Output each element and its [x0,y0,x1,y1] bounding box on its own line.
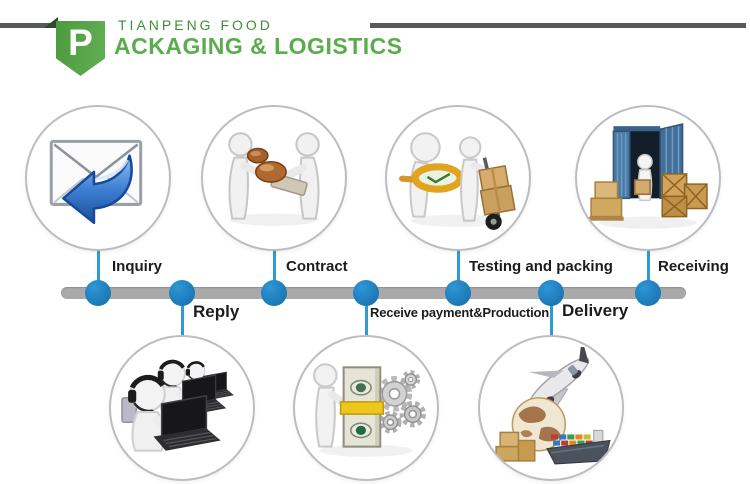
money-stack-and-gears-icon [313,363,426,457]
cargo-ship [546,429,611,465]
header-line-left [0,23,57,28]
timeline-dot-delivery [538,280,564,306]
header-line-right [370,23,746,28]
step-label-reply: Reply [193,302,240,321]
timeline-dot-inquiry [85,280,111,306]
payment-production-circle [293,335,439,481]
connector-receiving [647,249,650,293]
page-title: ACKAGING & LOGISTICS [114,33,403,59]
connector-payment [365,293,368,337]
step-label-testing: Testing and packing [469,258,613,275]
connector-contract [273,249,276,293]
brand-name: TIANPENG FOOD [118,17,273,33]
brand-logo-shield: P [56,21,105,76]
timeline-dot-contract [261,280,287,306]
connector-inquiry [97,249,100,293]
testing-packing-circle [385,105,531,251]
connector-testing [457,249,460,293]
connector-reply [181,293,184,337]
timeline-dot-testing [445,280,471,306]
timeline-dot-reply [169,280,195,306]
timeline-dot-payment [353,280,379,306]
inquiry-circle [25,105,171,251]
receiving-circle [575,105,721,251]
plane-globe-cargo-ship-icon [495,347,611,465]
contract-circle [201,105,347,251]
step-label-delivery: Delivery [562,301,629,320]
reply-circle [109,335,255,481]
support-team-laptops-icon [121,347,243,469]
figures-exchanging-goods-icon [228,132,320,226]
step-label-receiving: Receiving [658,258,729,275]
envelope-reply-arrow-icon [49,139,143,225]
magnifier-and-handtruck-icon [399,132,516,230]
step-label-payment: Receive payment&Production [370,305,550,320]
gears [376,370,426,434]
delivery-circle [478,335,624,481]
step-label-contract: Contract [286,258,348,275]
timeline-dot-receiving [635,280,661,306]
connector-delivery [550,293,553,337]
step-label-inquiry: Inquiry [112,258,163,275]
logo-letter: P [68,22,93,63]
container-and-crates-icon [589,123,708,229]
logo-ribbon-fold-icon [44,17,58,28]
